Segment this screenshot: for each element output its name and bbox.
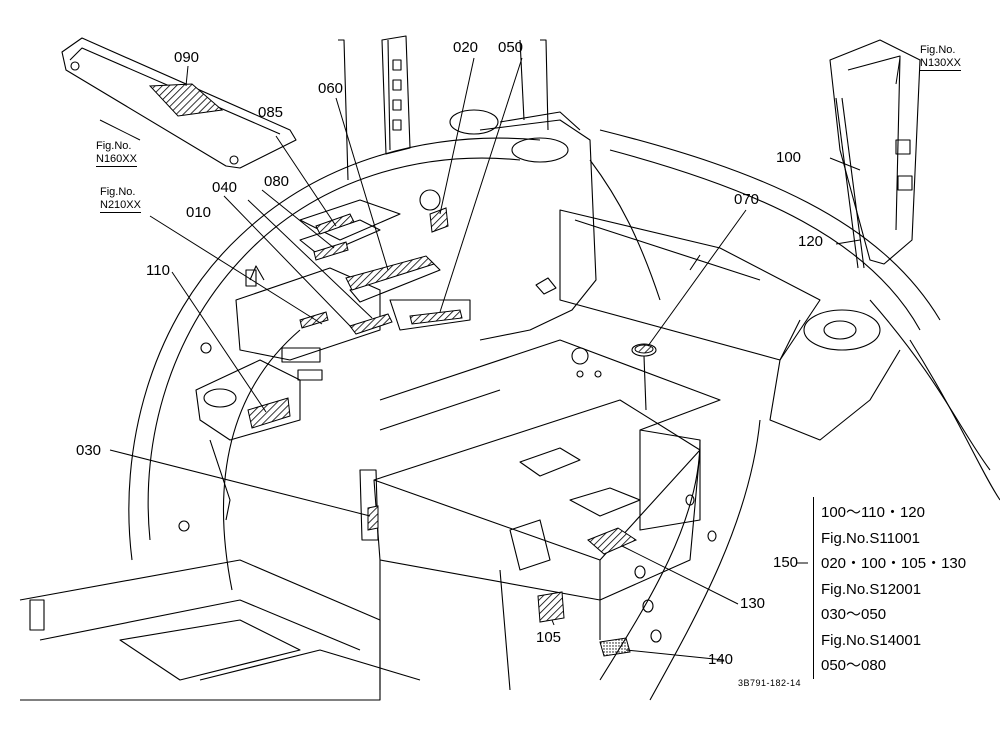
- legend-row: 100～110・120: [821, 504, 925, 521]
- legend-row: 050～080: [821, 657, 887, 674]
- part-label-050: 050: [498, 39, 524, 56]
- fig-ref-n130: Fig.No. N130XX: [920, 44, 961, 71]
- part-label-120: 120: [798, 233, 824, 250]
- legend-row: 020・100・105・130: [821, 555, 967, 572]
- fig-ref-n130-line2: N130XX: [920, 57, 961, 71]
- legend-row: Fig.No.S12001: [821, 580, 922, 598]
- legend-row: 030～050: [821, 606, 887, 623]
- fig-ref-n160: Fig.No. N160XX: [96, 140, 137, 167]
- part-label-090: 090: [174, 49, 200, 66]
- legend-prefix: 150: [773, 554, 799, 571]
- part-label-105: 105: [536, 629, 562, 646]
- part-label-110: 110: [146, 262, 170, 279]
- part-label-085: 085: [258, 104, 284, 121]
- part-label-020: 020: [453, 39, 479, 56]
- drawing-code: 3B791-182-14: [738, 678, 802, 688]
- part-label-060: 060: [318, 80, 344, 97]
- part-label-130: 130: [740, 595, 766, 612]
- fig-ref-n210-line1: Fig.No.: [100, 186, 136, 198]
- part-label-040: 040: [212, 179, 238, 196]
- fig-ref-n160-line2: N160XX: [96, 153, 137, 167]
- legend-row: Fig.No.S14001: [821, 631, 922, 649]
- part-label-080: 080: [264, 173, 290, 190]
- legend: 100～110・120 Fig.No.S11001 020・100・105・13…: [821, 500, 966, 679]
- part-label-100: 100: [776, 149, 802, 166]
- part-label-010: 010: [186, 204, 212, 221]
- fig-ref-n210: Fig.No. N210XX: [100, 186, 141, 213]
- fig-ref-n160-line1: Fig.No.: [96, 140, 132, 152]
- part-label-070: 070: [734, 191, 760, 208]
- legend-bracket: [813, 497, 820, 679]
- part-label-030: 030: [76, 442, 102, 459]
- legend-row: Fig.No.S11001: [821, 529, 920, 547]
- part-label-140: 140: [708, 651, 734, 668]
- fig-ref-n210-line2: N210XX: [100, 199, 141, 213]
- fig-ref-n130-line1: Fig.No.: [920, 44, 956, 56]
